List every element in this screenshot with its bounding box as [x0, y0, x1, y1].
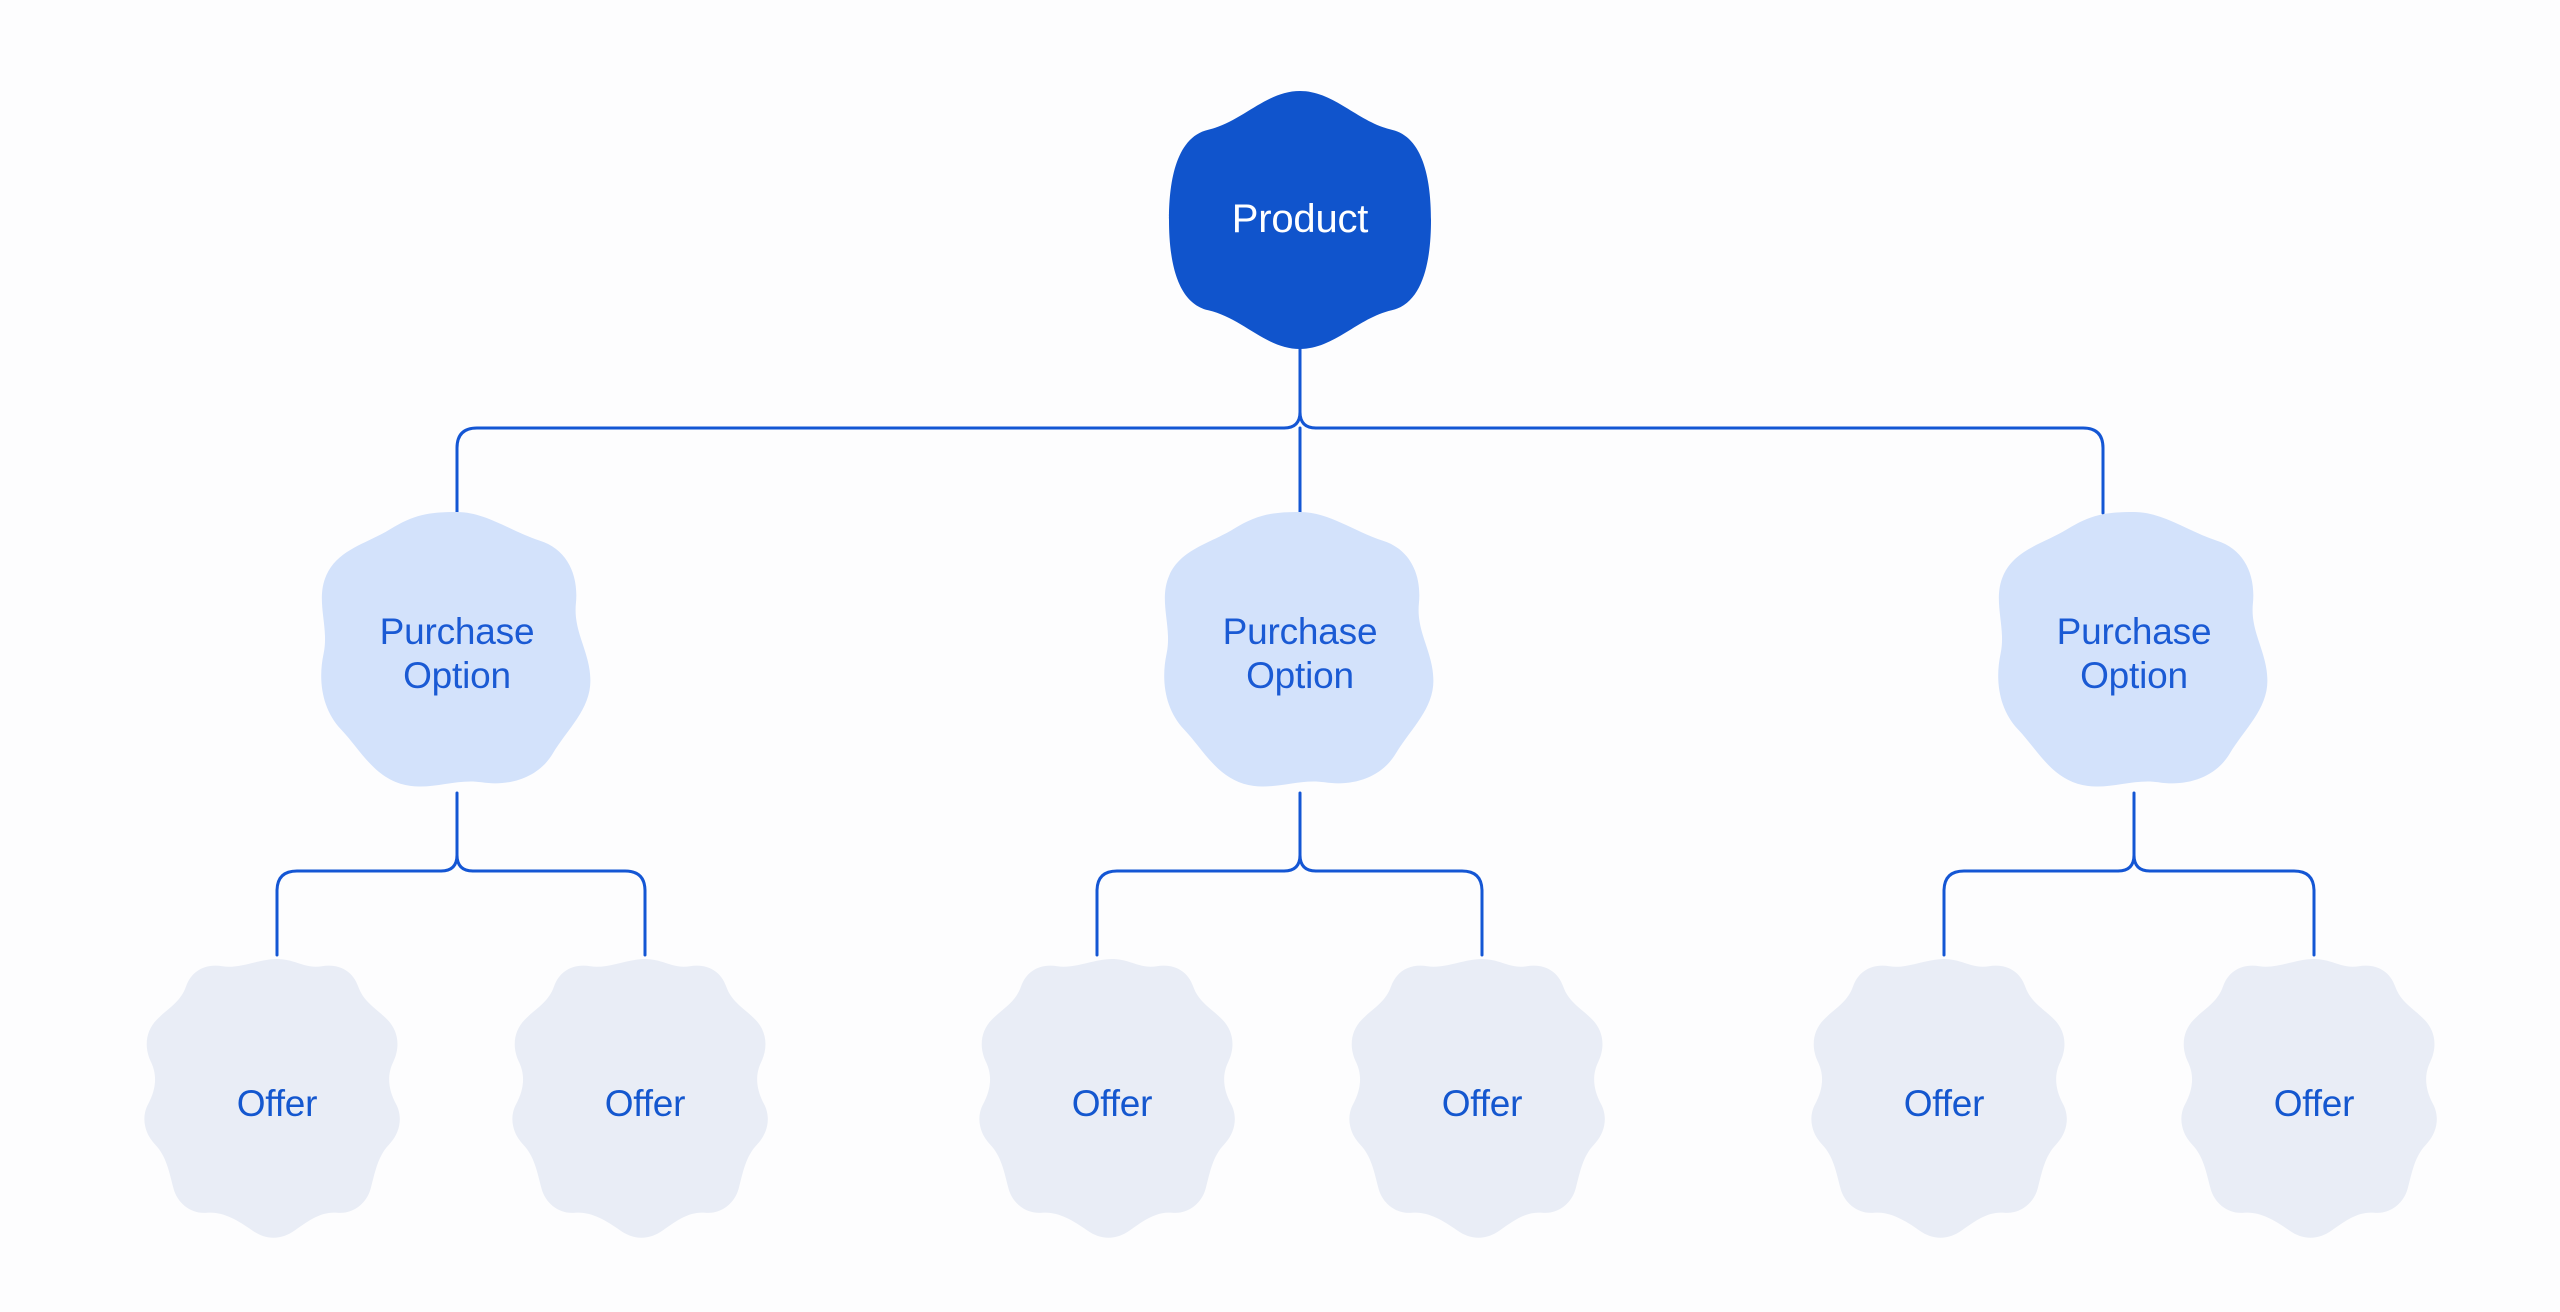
connector-option1-fillet-right [455, 853, 475, 873]
product-blob[interactable] [1169, 91, 1431, 349]
purchase-option-blob-1[interactable] [321, 512, 591, 787]
connector-product-fillet-left [1282, 410, 1302, 430]
product-node-shape [1169, 91, 1431, 349]
connector-option3-fillet-left [2116, 853, 2136, 873]
connector-option1-fillet-left [439, 853, 459, 873]
connector-option2-fillet-right [1298, 853, 1318, 873]
offer-blob-5[interactable] [1811, 959, 2067, 1238]
purchase-option-blob-3[interactable] [1998, 512, 2268, 787]
offer-node-shapes [144, 959, 2437, 1238]
connector-group [275, 346, 2316, 957]
connector-option3-fillet-right [2132, 853, 2152, 873]
connector-bus-level1-left [455, 426, 1286, 515]
connector-option2-to-offer4 [1314, 869, 1484, 957]
offer-blob-1[interactable] [144, 959, 400, 1238]
connector-product-fillet-right [1298, 410, 1318, 430]
purchase-option-blob-2[interactable] [1164, 512, 1434, 787]
connector-option1-to-offer1 [275, 869, 443, 957]
connector-option2-fillet-left [1282, 853, 1302, 873]
connector-option3-to-offer5 [1942, 869, 2120, 957]
offer-blob-2[interactable] [512, 959, 768, 1238]
connector-option2-to-offer3 [1095, 869, 1286, 957]
offer-blob-3[interactable] [979, 959, 1235, 1238]
connector-bus-level1-right [1314, 426, 2105, 515]
connector-option1-to-offer2 [471, 869, 647, 957]
connector-option3-to-offer6 [2148, 869, 2316, 957]
offer-blob-6[interactable] [2181, 959, 2437, 1238]
offer-blob-4[interactable] [1349, 959, 1605, 1238]
purchase-option-node-shapes [321, 512, 2268, 787]
